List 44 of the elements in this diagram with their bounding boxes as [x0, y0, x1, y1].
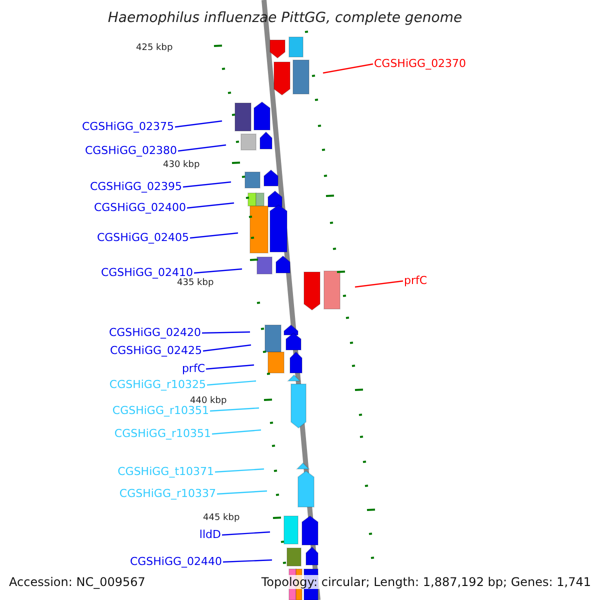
leader-line — [212, 429, 262, 435]
gene-label: CGSHiGG_02405 — [96, 231, 189, 244]
scale-label: 445 kbp — [203, 513, 240, 524]
gene-label: CGSHiGG_02425 — [110, 344, 202, 357]
gene-label: CGSHiGG_02395 — [90, 180, 182, 193]
leader-line — [202, 344, 252, 352]
gene-label: CGSHiGG_r10337 — [119, 487, 216, 500]
scale-label: 425 kbp — [136, 43, 173, 54]
gene-label: CGSHiGG_02370 — [374, 57, 466, 70]
gene-label: CGSHiGG_02410 — [100, 266, 193, 279]
map-title: Haemophilus influenzae PittGG, complete genome — [106, 10, 464, 26]
leader-line — [210, 407, 260, 412]
leader-line — [194, 268, 242, 274]
leader-line — [206, 364, 254, 370]
gene-label: lldD — [199, 528, 221, 541]
leader-line — [354, 280, 404, 288]
leader-line — [222, 559, 272, 563]
leader-line — [178, 144, 226, 152]
scale-label: 440 kbp — [190, 396, 227, 406]
gene-label: CGSHiGG_t10371 — [118, 465, 214, 478]
leader-line — [186, 202, 234, 209]
leader-line — [206, 380, 256, 386]
leader-line — [322, 63, 374, 74]
leader-line — [190, 232, 238, 239]
leader-line — [214, 468, 264, 473]
gene-label: CGSHiGG_02420 — [108, 326, 201, 339]
leader-line — [222, 531, 270, 536]
gene-label: CGSHiGG_r10325 — [109, 378, 206, 391]
scale-label: 430 kbp — [163, 160, 200, 171]
leader-line — [202, 331, 250, 334]
gene-label: CGSHiGG_02400 — [94, 201, 186, 214]
leader-line — [174, 120, 222, 128]
scale-label: 435 kbp — [177, 278, 214, 289]
footer-text: Topology: circular; Length: 1,887,192 bp; Genes: 1,741 — [261, 575, 591, 589]
leader-line — [216, 490, 268, 495]
gene-label: CGSHiGG_r10351 — [114, 427, 211, 440]
gene-label: prfC — [404, 274, 428, 287]
gene-label: CGSHiGG_02375 — [82, 120, 174, 133]
gene-label: CGSHiGG_r10351 — [112, 404, 209, 417]
footer-text: Accession: NC_009567 — [9, 575, 146, 589]
gene-label: CGSHiGG_02440 — [130, 555, 222, 568]
gene-label: CGSHiGG_02380 — [84, 144, 177, 157]
leader-line — [182, 181, 232, 188]
gene-label: prfC — [182, 362, 205, 375]
